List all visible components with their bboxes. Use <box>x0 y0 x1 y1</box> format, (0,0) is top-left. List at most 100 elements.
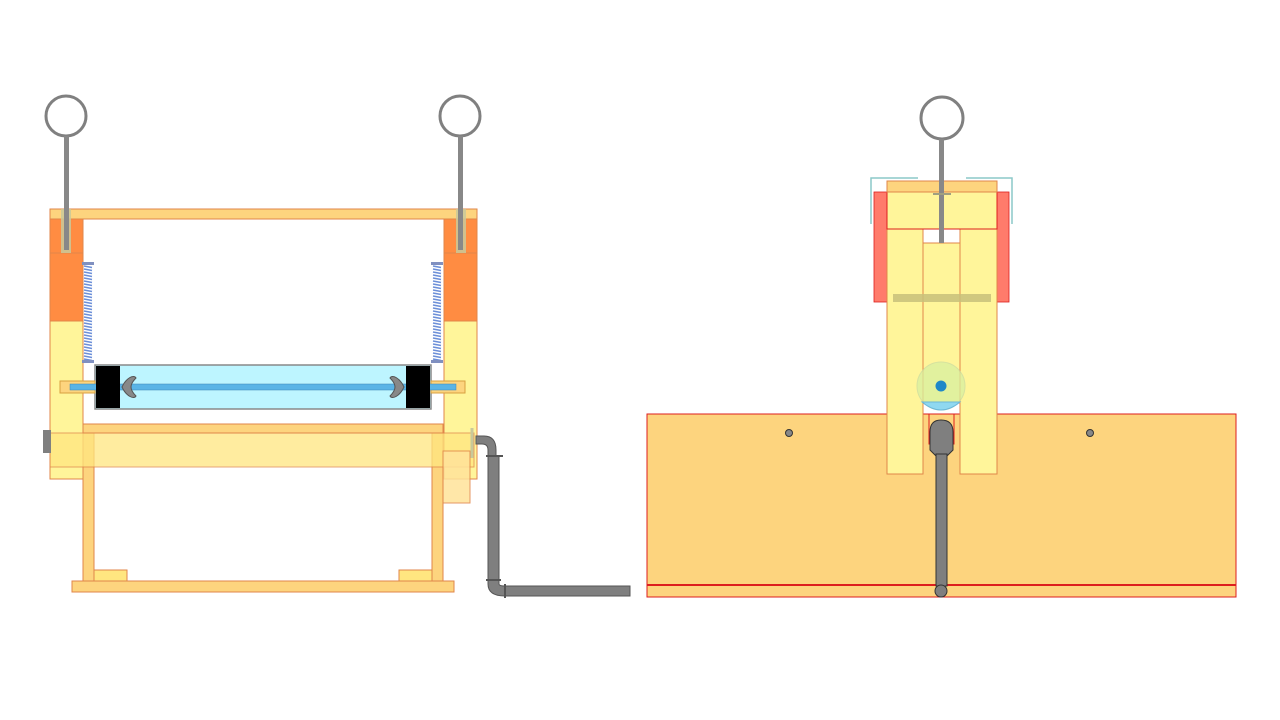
spring-icon <box>432 295 442 299</box>
spring-icon <box>83 265 93 269</box>
handle-knob-icon[interactable] <box>919 95 965 141</box>
threaded-rod-icon <box>939 139 944 243</box>
spring-icon <box>83 325 93 329</box>
spring-icon <box>432 292 442 296</box>
spring-icon <box>83 292 93 296</box>
pipe-vertical <box>487 455 500 581</box>
threaded-rod-icon <box>64 136 69 250</box>
handle-knob-icon[interactable] <box>438 94 482 138</box>
wing-nut-icon[interactable] <box>389 375 405 399</box>
spring-icon <box>432 304 442 308</box>
spring-icon <box>83 334 93 338</box>
spring-icon <box>83 328 93 332</box>
spring-icon <box>432 349 442 353</box>
spring-icon <box>432 274 442 278</box>
side-view <box>646 95 1237 598</box>
spring-icon <box>432 265 442 269</box>
top-beam <box>49 208 478 220</box>
spring-icon <box>432 286 442 290</box>
spring-icon <box>83 337 93 341</box>
threaded-rod-icon <box>458 136 463 250</box>
spring-icon <box>83 340 93 344</box>
spring-icon <box>432 277 442 281</box>
spring-icon <box>432 316 442 320</box>
spring-icon <box>83 274 93 278</box>
spring-icon <box>432 346 442 350</box>
left-wing-nut[interactable] <box>121 375 137 399</box>
spring-cap <box>431 360 443 363</box>
spring-icon <box>83 304 93 308</box>
spring-icon <box>432 331 442 335</box>
spring-icon <box>83 346 93 350</box>
spring-icon <box>83 355 93 359</box>
spring-icon <box>432 307 442 311</box>
spring-icon <box>83 319 93 323</box>
spring-icon <box>432 301 442 305</box>
spring-icon <box>432 268 442 272</box>
spring-icon <box>83 289 93 293</box>
side-left-upright <box>886 191 924 475</box>
screw-hole-icon <box>785 429 793 437</box>
spring-icon <box>432 298 442 302</box>
spring-icon <box>432 271 442 275</box>
left-spring <box>82 262 94 363</box>
right-clamp-block <box>406 366 430 408</box>
spring-icon <box>83 313 93 317</box>
handle-knob-icon[interactable] <box>44 94 88 138</box>
front-view <box>43 94 631 598</box>
spring-icon <box>83 301 93 305</box>
pipe-elbow-icon <box>929 419 954 457</box>
left-clamp-block <box>96 366 120 408</box>
wing-nut-icon[interactable] <box>121 375 137 399</box>
side-top-bracket <box>870 177 1013 224</box>
spring-icon <box>432 337 442 341</box>
screw-hole-icon <box>1086 429 1094 437</box>
spring-icon <box>83 310 93 314</box>
side-pipe-end <box>934 584 948 598</box>
spring-icon <box>432 340 442 344</box>
spring-cap <box>431 262 443 265</box>
pipe-horizontal <box>504 585 631 597</box>
side-crossbar <box>893 294 991 302</box>
spring-icon <box>83 322 93 326</box>
spring-icon <box>83 298 93 302</box>
spring-icon <box>432 325 442 329</box>
spring-icon <box>432 289 442 293</box>
spring-icon <box>83 268 93 272</box>
spring-icon <box>83 331 93 335</box>
right-wing-nut[interactable] <box>389 375 405 399</box>
side-right-upright <box>959 191 998 475</box>
lower-rail-band <box>49 432 475 468</box>
spring-icon <box>83 307 93 311</box>
spring-icon <box>83 271 93 275</box>
spring-icon <box>83 295 93 299</box>
side-pipe-vertical <box>935 453 948 587</box>
spring-icon <box>432 313 442 317</box>
spring-icon <box>83 343 93 347</box>
right-side-bracket <box>442 450 471 504</box>
spring-icon <box>432 328 442 332</box>
right-handle[interactable] <box>438 94 482 250</box>
spring-icon <box>83 316 93 320</box>
spring-icon <box>432 352 442 356</box>
left-end-cap <box>43 430 51 453</box>
spring-icon <box>432 322 442 326</box>
side-right-pad <box>996 191 1010 303</box>
spring-icon <box>83 283 93 287</box>
pivot-dot-icon <box>935 380 947 392</box>
side-handle[interactable] <box>919 95 965 243</box>
spring-icon <box>432 283 442 287</box>
spring-icon <box>432 334 442 338</box>
spring-icon <box>432 280 442 284</box>
spring-icon <box>432 343 442 347</box>
base-board <box>71 580 455 593</box>
spring-icon <box>83 352 93 356</box>
spring-icon <box>432 355 442 359</box>
lower-rail-top <box>82 423 444 434</box>
spring-icon <box>83 280 93 284</box>
left-handle[interactable] <box>44 94 88 250</box>
side-left-pad <box>873 191 888 303</box>
drain-pipe <box>470 428 631 598</box>
